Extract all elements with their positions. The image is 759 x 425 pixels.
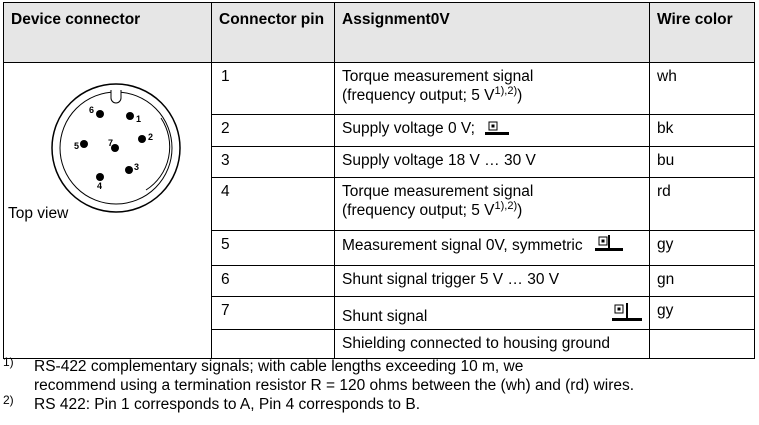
pin-dot-6 bbox=[96, 110, 104, 118]
table-row: 7 Shunt signal gy bbox=[4, 296, 755, 330]
pin-cell: 5 bbox=[211, 230, 335, 266]
table-row: 4 Torque measurement signal (frequency o… bbox=[4, 177, 755, 231]
footnote-ref: 1),2) bbox=[494, 199, 518, 212]
header-assignment: Assignment0V bbox=[334, 2, 650, 63]
assignment-cell: Shunt signal bbox=[334, 296, 650, 330]
assignment-cell: Torque measurement signal (frequency out… bbox=[334, 62, 650, 115]
pin-dot-7 bbox=[111, 144, 119, 152]
assignment-text: Torque measurement signal bbox=[342, 68, 534, 85]
wire-color-cell: bu bbox=[649, 146, 755, 178]
wire-color-cell: rd bbox=[649, 177, 755, 231]
pin-label-5: 5 bbox=[74, 141, 79, 151]
pin-cell: 3 bbox=[211, 146, 335, 178]
wire-color-cell: wh bbox=[649, 62, 755, 115]
assignment-text-2: (frequency output; 5 V1),2)) bbox=[342, 199, 523, 219]
footnote-text-2: recommend using a termination resistor R… bbox=[34, 377, 635, 394]
assignment-cell: Measurement signal 0V, symmetric bbox=[334, 230, 650, 266]
pin-label-4: 4 bbox=[97, 181, 102, 191]
table-row: Shielding connected to housing ground bbox=[4, 329, 755, 359]
assignment-text: Shunt signal bbox=[342, 308, 428, 325]
footnote-text: RS-422 complementary signals; with cable… bbox=[34, 358, 524, 375]
pin-dot-5 bbox=[80, 140, 88, 148]
ground-symbol-icon bbox=[594, 235, 623, 251]
pin-dot-2 bbox=[138, 135, 146, 143]
header-connector-pin: Connector pin bbox=[211, 2, 335, 63]
pin-label-7: 7 bbox=[108, 138, 113, 148]
table-row: 6 Shunt signal trigger 5 V … 30 V gn bbox=[4, 265, 755, 297]
ground-symbol-icon bbox=[485, 120, 510, 135]
footnote-mark: 2) bbox=[3, 393, 14, 407]
assignment-text-2: (frequency output; 5 V1),2)) bbox=[342, 84, 523, 104]
footnote-text: RS 422: Pin 1 corresponds to A, Pin 4 co… bbox=[34, 396, 420, 413]
pin-label-2: 2 bbox=[148, 132, 153, 142]
pin-label-3: 3 bbox=[134, 162, 139, 172]
assignment-text: Supply voltage 0 V; bbox=[342, 120, 475, 137]
pin-dot-1 bbox=[126, 112, 134, 120]
header-wire-color: Wire color bbox=[649, 2, 755, 63]
pin-cell: 7 bbox=[211, 296, 335, 330]
footnote-1: 1) RS-422 complementary signals; with ca… bbox=[3, 355, 755, 395]
table-row: 3 Supply voltage 18 V … 30 V bu bbox=[4, 146, 755, 178]
wire-color-cell: gy bbox=[649, 230, 755, 266]
pin-label-1: 1 bbox=[136, 114, 141, 124]
pin-cell: 1 bbox=[211, 62, 335, 115]
pin-assignment-table: Device connector Connector pin Assignmen… bbox=[3, 2, 755, 359]
coding-arc bbox=[145, 117, 170, 191]
footnotes: 1) RS-422 complementary signals; with ca… bbox=[3, 355, 755, 414]
footnote-2: 2) RS 422: Pin 1 corresponds to A, Pin 4… bbox=[3, 393, 755, 414]
connector-top-view-diagram: 6 1 2 5 7 3 4 bbox=[51, 83, 181, 213]
wire-color-cell: gy bbox=[649, 296, 755, 330]
footnote-ref: 1),2) bbox=[494, 84, 518, 97]
coding-notch bbox=[110, 90, 122, 104]
ground-symbol-icon bbox=[612, 303, 642, 328]
top-view-label: Top view bbox=[8, 205, 69, 222]
wire-color-cell bbox=[649, 329, 755, 359]
table-header-row: Device connector Connector pin Assignmen… bbox=[3, 2, 755, 63]
pin-cell: 6 bbox=[211, 265, 335, 297]
wire-color-cell: bk bbox=[649, 114, 755, 147]
pin-label-6: 6 bbox=[89, 105, 94, 115]
table-row: 1 Torque measurement signal (frequency o… bbox=[3, 62, 755, 359]
assignment-cell: Supply voltage 0 V; bbox=[334, 114, 650, 147]
assignment-cell: Shunt signal trigger 5 V … 30 V bbox=[334, 265, 650, 297]
wire-color-cell: gn bbox=[649, 265, 755, 297]
assignment-text: Measurement signal 0V, symmetric bbox=[342, 237, 583, 254]
assignment-cell: Shielding connected to housing ground bbox=[334, 329, 650, 359]
header-device-connector: Device connector bbox=[3, 2, 212, 63]
pin-dot-3 bbox=[125, 166, 133, 174]
assignment-text: Torque measurement signal bbox=[342, 183, 534, 200]
footnote-mark: 1) bbox=[3, 355, 14, 369]
pin-cell: 2 bbox=[211, 114, 335, 147]
pin-cell: 4 bbox=[211, 177, 335, 231]
assignment-cell: Torque measurement signal (frequency out… bbox=[334, 177, 650, 231]
pin-cell bbox=[211, 329, 335, 359]
assignment-cell: Supply voltage 18 V … 30 V bbox=[334, 146, 650, 178]
pin-dot-4 bbox=[96, 173, 104, 181]
device-connector-cell bbox=[3, 62, 212, 359]
